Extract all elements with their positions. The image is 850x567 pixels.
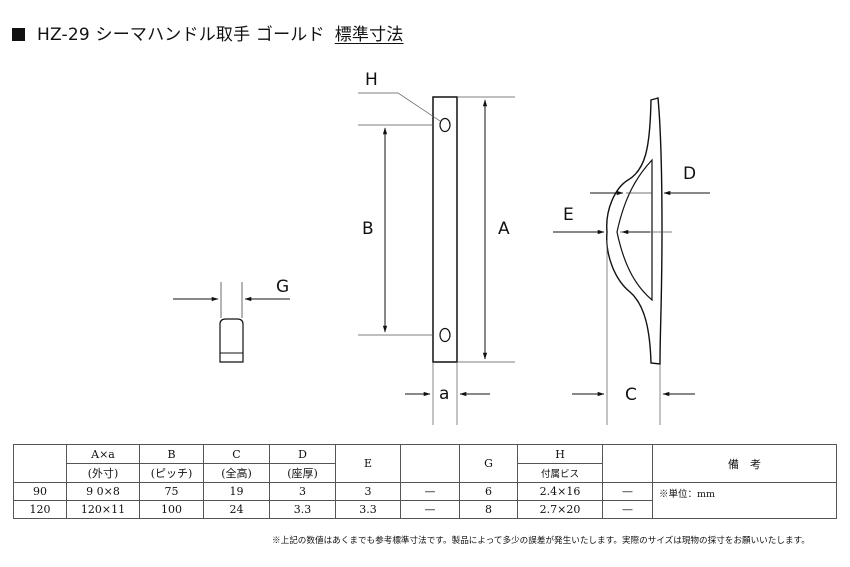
cell-B: 100 bbox=[139, 500, 204, 519]
cell-H: 2.7×20 bbox=[517, 500, 603, 519]
cell-G: 8 bbox=[459, 500, 518, 519]
cell-D: 3.3 bbox=[269, 500, 336, 519]
cell-A-x-a: 120×11 bbox=[66, 500, 140, 519]
cell-D: 3 bbox=[269, 482, 336, 501]
cell-E: 3 bbox=[335, 482, 401, 501]
label-a: a bbox=[439, 384, 449, 404]
header-total-height: (全高) bbox=[203, 463, 270, 483]
label-E: E bbox=[563, 205, 574, 225]
page-title: HZ-29 シーマハンドル取手 ゴールド標準寸法 bbox=[12, 20, 404, 45]
header-C: C bbox=[203, 444, 270, 464]
cell-size: 120 bbox=[13, 500, 67, 519]
header-remarks: 備 考 bbox=[652, 444, 837, 483]
label-G: G bbox=[276, 277, 289, 297]
table-header-row-top: A×a B C D E G H 備 考 bbox=[13, 444, 837, 483]
remarks-cell: ※単位：mm bbox=[652, 482, 837, 519]
header-H: H bbox=[517, 444, 603, 464]
cell-dash: — bbox=[400, 500, 460, 519]
cell-H: 2.4×16 bbox=[517, 482, 603, 501]
title-standard-dimensions: 標準寸法 bbox=[334, 25, 404, 45]
header-G: G bbox=[459, 444, 518, 483]
cell-A-x-a: 9 0×8 bbox=[66, 482, 140, 501]
header-pitch: (ピッチ) bbox=[139, 463, 204, 483]
label-C: C bbox=[625, 385, 637, 405]
header-cell bbox=[13, 444, 67, 483]
cell-E: 3.3 bbox=[335, 500, 401, 519]
cell-dash: — bbox=[400, 482, 460, 501]
cell-C: 19 bbox=[203, 482, 270, 501]
header-B: B bbox=[139, 444, 204, 464]
table-row: 90 9 0×8 75 19 3 3 — 6 2.4×16 — ※単位：mm bbox=[13, 482, 837, 519]
cell-C: 24 bbox=[203, 500, 270, 519]
header-D: D bbox=[269, 444, 336, 464]
title-product: HZ-29 シーマハンドル取手 ゴールド bbox=[37, 25, 325, 45]
header-base-thickness: (座厚) bbox=[269, 463, 336, 483]
front-view bbox=[358, 92, 515, 425]
header-outer-size: (外寸) bbox=[66, 463, 140, 483]
label-A: A bbox=[498, 219, 510, 239]
cross-section-view bbox=[173, 282, 290, 363]
label-H: H bbox=[365, 70, 378, 90]
table-row: 120 120×11 100 24 3.3 3.3 — 8 2.7×20 — bbox=[13, 500, 837, 519]
cell-dash: — bbox=[602, 482, 653, 501]
cell-size: 90 bbox=[13, 482, 67, 501]
footnote: ※上記の数値はあくまでも参考標準寸法です。製品によって多少の誤差が発生いたします… bbox=[272, 536, 810, 546]
header-screws: 付属ビス bbox=[517, 463, 603, 483]
header-E: E bbox=[335, 444, 401, 483]
header-A-x-a: A×a bbox=[66, 444, 140, 464]
cell-G: 6 bbox=[459, 482, 518, 501]
cell-B: 75 bbox=[139, 482, 204, 501]
side-profile-view bbox=[553, 97, 710, 425]
label-D: D bbox=[683, 164, 696, 184]
spec-table: A×a B C D E G H 備 考 (外寸) (ピッチ) (全高) (座厚)… bbox=[13, 444, 837, 519]
header-empty bbox=[400, 444, 460, 483]
square-bullet-icon bbox=[12, 28, 25, 41]
cell-dash: — bbox=[602, 500, 653, 519]
header-empty bbox=[602, 444, 653, 483]
label-B: B bbox=[362, 219, 374, 239]
technical-drawing: H B A D E G a C bbox=[173, 70, 710, 425]
